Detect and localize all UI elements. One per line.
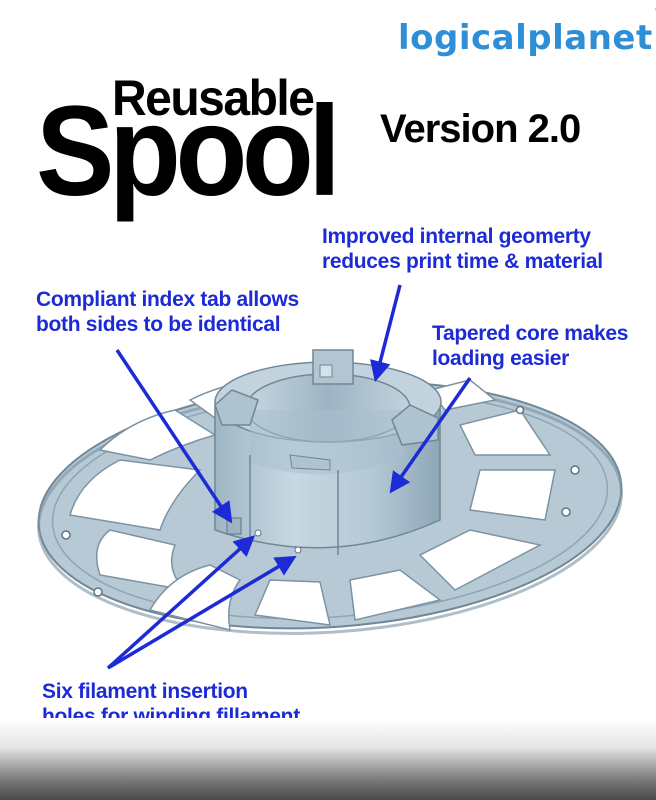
logicalplanet-logo: logicalplanet™ (398, 8, 656, 58)
callout-line: Compliant index tab allows (36, 288, 299, 311)
arrow-hole-2 (107, 555, 297, 670)
callout-tapered-core: Tapered core makes loading easier (432, 321, 628, 371)
callout-internal-geometry: Improved internal geomerty reduces print… (322, 224, 603, 274)
callout-index-tab: Compliant index tab allows both sides to… (36, 287, 299, 337)
bottom-gradient-band (0, 718, 656, 800)
callout-line: both sides to be identical (36, 313, 281, 336)
version-label: Version 2.0 (380, 107, 581, 151)
callout-line: reduces print time & material (322, 250, 603, 273)
trademark-mark: ™ (654, 8, 656, 18)
title-spool: Spool (36, 80, 341, 223)
callout-line: Tapered core makes (432, 322, 629, 345)
logo-text: logicalplanet (398, 18, 653, 58)
arrow-index-tab (115, 349, 233, 524)
callout-line: Six filament insertion (42, 680, 248, 703)
arrow-hole-1 (106, 535, 256, 670)
arrow-tapered-core (389, 376, 472, 494)
callout-arrows (106, 284, 472, 670)
arrow-internal-geometry (370, 284, 402, 383)
title-reusable: Reusable (112, 71, 315, 127)
spool-core (214, 349, 442, 555)
callout-line: Improved internal geomerty (322, 225, 591, 248)
callout-line: loading easier (432, 347, 570, 370)
